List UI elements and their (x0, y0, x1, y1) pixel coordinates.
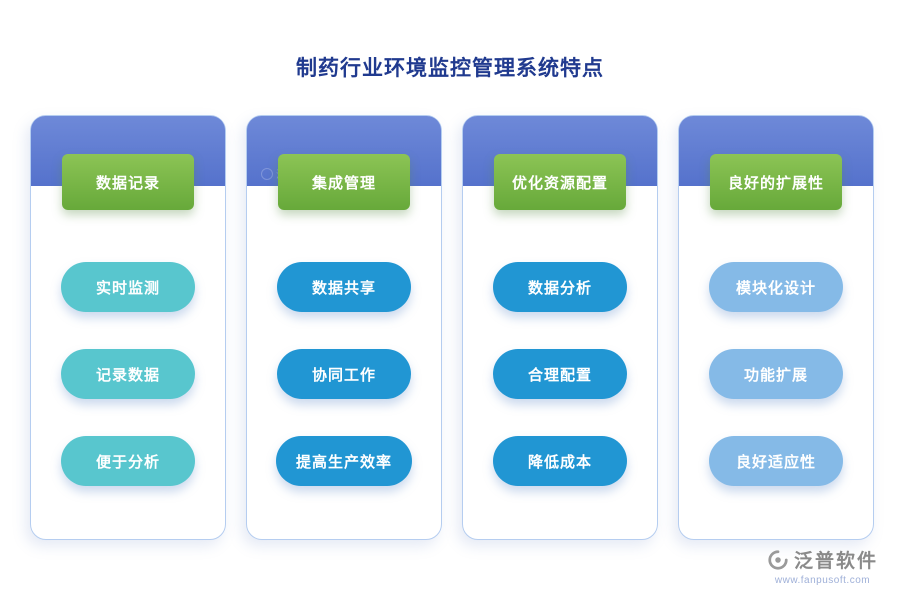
footer-brand: 泛普软件 www.fanpusoft.com (767, 546, 878, 586)
feature-pill: 数据分析 (493, 262, 627, 312)
feature-pill: 便于分析 (61, 436, 195, 486)
feature-pill: 良好适应性 (709, 436, 843, 486)
brand-name: 泛普软件 (793, 551, 878, 572)
pill-list: 数据共享 协同工作 提高生产效率 (247, 186, 441, 486)
feature-pill: 功能扩展 (709, 349, 843, 399)
brand-url: www.fanpusoft.com (774, 575, 871, 586)
brand-row: 泛普软件 (767, 546, 878, 573)
card-header-badge: 优化资源配置 (493, 154, 627, 210)
card-header-badge: 良好的扩展性 (709, 154, 843, 210)
feature-card-integration: 泛普软件 集成管理 数据共享 协同工作 提高生产效率 (246, 115, 442, 540)
card-header-badge: 数据记录 (62, 154, 194, 210)
feature-card-data-record: 数据记录 实时监测 记录数据 便于分析 (30, 115, 226, 540)
pill-list: 模块化设计 功能扩展 良好适应性 (679, 186, 873, 486)
feature-cards-row: 数据记录 实时监测 记录数据 便于分析 泛普软件 集成管理 数据共享 协同工作 … (30, 115, 874, 540)
feature-card-resource-optimization: 优化资源配置 数据分析 合理配置 降低成本 (462, 115, 658, 540)
feature-pill: 协同工作 (277, 349, 411, 399)
feature-pill: 降低成本 (493, 436, 627, 486)
page-title: 制药行业环境监控管理系统特点 (296, 57, 604, 80)
feature-pill: 提高生产效率 (275, 436, 412, 486)
feature-pill: 实时监测 (61, 262, 195, 312)
feature-card-extensibility: 良好的扩展性 模块化设计 功能扩展 良好适应性 (678, 115, 874, 540)
feature-pill: 合理配置 (493, 349, 627, 399)
feature-pill: 数据共享 (277, 262, 411, 312)
pill-list: 实时监测 记录数据 便于分析 (31, 186, 225, 486)
card-header-badge: 集成管理 (278, 154, 410, 210)
fanpu-logo-icon (767, 549, 789, 571)
pill-list: 数据分析 合理配置 降低成本 (463, 186, 657, 486)
feature-pill: 模块化设计 (709, 262, 843, 312)
feature-pill: 记录数据 (61, 349, 195, 399)
